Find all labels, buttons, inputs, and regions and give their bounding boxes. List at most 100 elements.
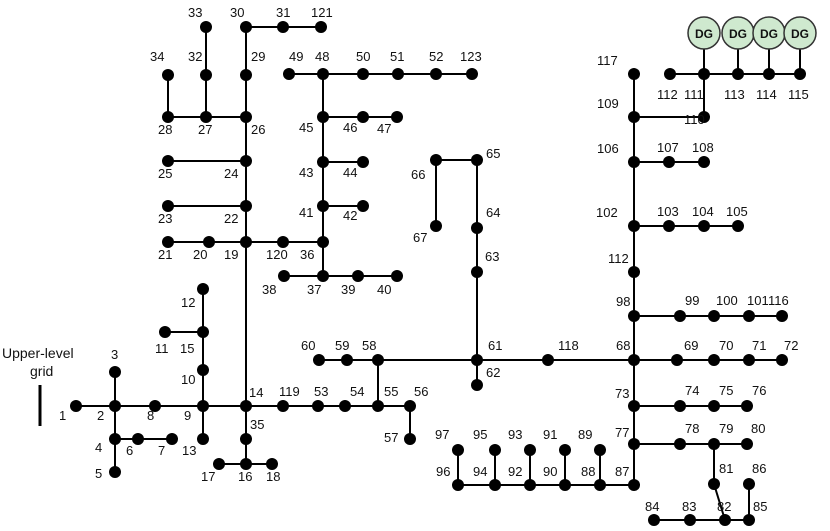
bus-label-111: 111 — [684, 87, 704, 102]
bus-node-81 — [708, 478, 720, 490]
bus-label-74: 74 — [685, 383, 699, 398]
bus-node-10 — [197, 364, 209, 376]
bus-node-31 — [277, 21, 289, 33]
bus-label-61: 61 — [488, 338, 502, 353]
bus-label-37: 37 — [307, 282, 321, 297]
bus-label-98: 98 — [616, 294, 630, 309]
bus-label-10: 10 — [181, 372, 195, 387]
bus-label-35: 35 — [250, 417, 264, 432]
bus-node-83 — [684, 514, 696, 526]
bus-label-14: 14 — [249, 385, 263, 400]
bus-node-37 — [317, 270, 329, 282]
bus-label-87: 87 — [615, 464, 629, 479]
bus-node-46 — [357, 111, 369, 123]
bus-node-76 — [741, 400, 753, 412]
bus-label-31: 31 — [276, 5, 290, 20]
bus-label-25: 25 — [158, 166, 172, 181]
bus-node-121 — [315, 21, 327, 33]
bus-node-75 — [708, 400, 720, 412]
bus-label-17: 17 — [201, 469, 215, 484]
bus-node-66 — [430, 154, 442, 166]
bus-label-113: 113 — [724, 87, 745, 102]
bus-label-82: 82 — [717, 499, 731, 514]
bus-node-52 — [430, 68, 442, 80]
bus-node-84 — [648, 514, 660, 526]
bus-label-84: 84 — [645, 499, 659, 514]
upper-level-grid-label-line1: Upper-level — [2, 345, 74, 361]
bus-label-46: 46 — [343, 120, 357, 135]
bus-node-14 — [240, 400, 252, 412]
bus-label-97: 97 — [435, 427, 449, 442]
bus-node-93 — [524, 444, 536, 456]
bus-node-113 — [732, 68, 744, 80]
bus-label-79: 79 — [719, 421, 733, 436]
bus-node-74 — [674, 400, 686, 412]
bus-node-16 — [240, 458, 252, 470]
bus-node-58 — [372, 354, 384, 366]
bus-node-123 — [466, 68, 478, 80]
bus-node-29 — [240, 69, 252, 81]
bus-node-119 — [277, 400, 289, 412]
bus-label-27: 27 — [198, 122, 212, 137]
bus-label-104: 104 — [692, 204, 714, 219]
bus-label-76: 76 — [752, 383, 766, 398]
bus-node-100 — [708, 310, 720, 322]
bus-node-27 — [200, 111, 212, 123]
bus-node-69 — [671, 354, 683, 366]
bus-node-23 — [162, 200, 174, 212]
bus-node-7 — [166, 433, 178, 445]
bus-label-36: 36 — [300, 247, 314, 262]
bus-label-90: 90 — [543, 464, 557, 479]
bus-label-80: 80 — [751, 421, 765, 436]
bus-node-70 — [708, 354, 720, 366]
bus-node-115 — [794, 68, 806, 80]
bus-label-83: 83 — [682, 499, 696, 514]
bus-label-38: 38 — [262, 282, 276, 297]
bus-label-63: 63 — [485, 249, 499, 264]
bus-node-97 — [452, 444, 464, 456]
bus-label-56: 56 — [414, 384, 428, 399]
bus-node-32 — [200, 69, 212, 81]
bus-node-50 — [357, 68, 369, 80]
bus-label-88: 88 — [581, 464, 595, 479]
bus-node-60 — [313, 354, 325, 366]
bus-label-105: 105 — [726, 204, 748, 219]
bus-nodes — [70, 21, 806, 526]
bus-label-40: 40 — [377, 282, 391, 297]
bus-label-34: 34 — [150, 49, 164, 64]
bus-node-28 — [162, 111, 174, 123]
bus-node-112 — [664, 68, 676, 80]
bus-node-112a — [628, 266, 640, 278]
bus-node-104 — [698, 220, 710, 232]
bus-label-120: 120 — [266, 247, 288, 262]
bus-label-12: 12 — [181, 295, 195, 310]
bus-node-105 — [732, 220, 744, 232]
upper-level-grid-label-line2: grid — [30, 363, 53, 379]
bus-label-59: 59 — [335, 338, 349, 353]
bus-label-72: 72 — [784, 338, 798, 353]
bus-node-2 — [109, 400, 121, 412]
bus-node-30 — [240, 21, 252, 33]
bus-label-123: 123 — [460, 49, 482, 64]
bus-node-33 — [200, 21, 212, 33]
bus-node-45 — [317, 111, 329, 123]
bus-node-77 — [628, 438, 640, 450]
bus-label-75: 75 — [719, 383, 733, 398]
bus-label-13: 13 — [182, 443, 196, 458]
bus-node-51 — [392, 68, 404, 80]
bus-label-47: 47 — [377, 121, 391, 136]
bus-node-111 — [698, 68, 710, 80]
bus-node-118 — [542, 354, 554, 366]
bus-label-4: 4 — [95, 440, 102, 455]
bus-node-82 — [719, 514, 731, 526]
bus-node-19 — [240, 236, 252, 248]
dg-unit-1 — [687, 16, 721, 50]
bus-node-62 — [471, 379, 483, 391]
line-81-82 — [713, 483, 726, 521]
bus-label-28: 28 — [158, 122, 172, 137]
bus-label-78: 78 — [685, 421, 699, 436]
bus-label-26: 26 — [251, 122, 265, 137]
bus-label-55: 55 — [384, 384, 398, 399]
